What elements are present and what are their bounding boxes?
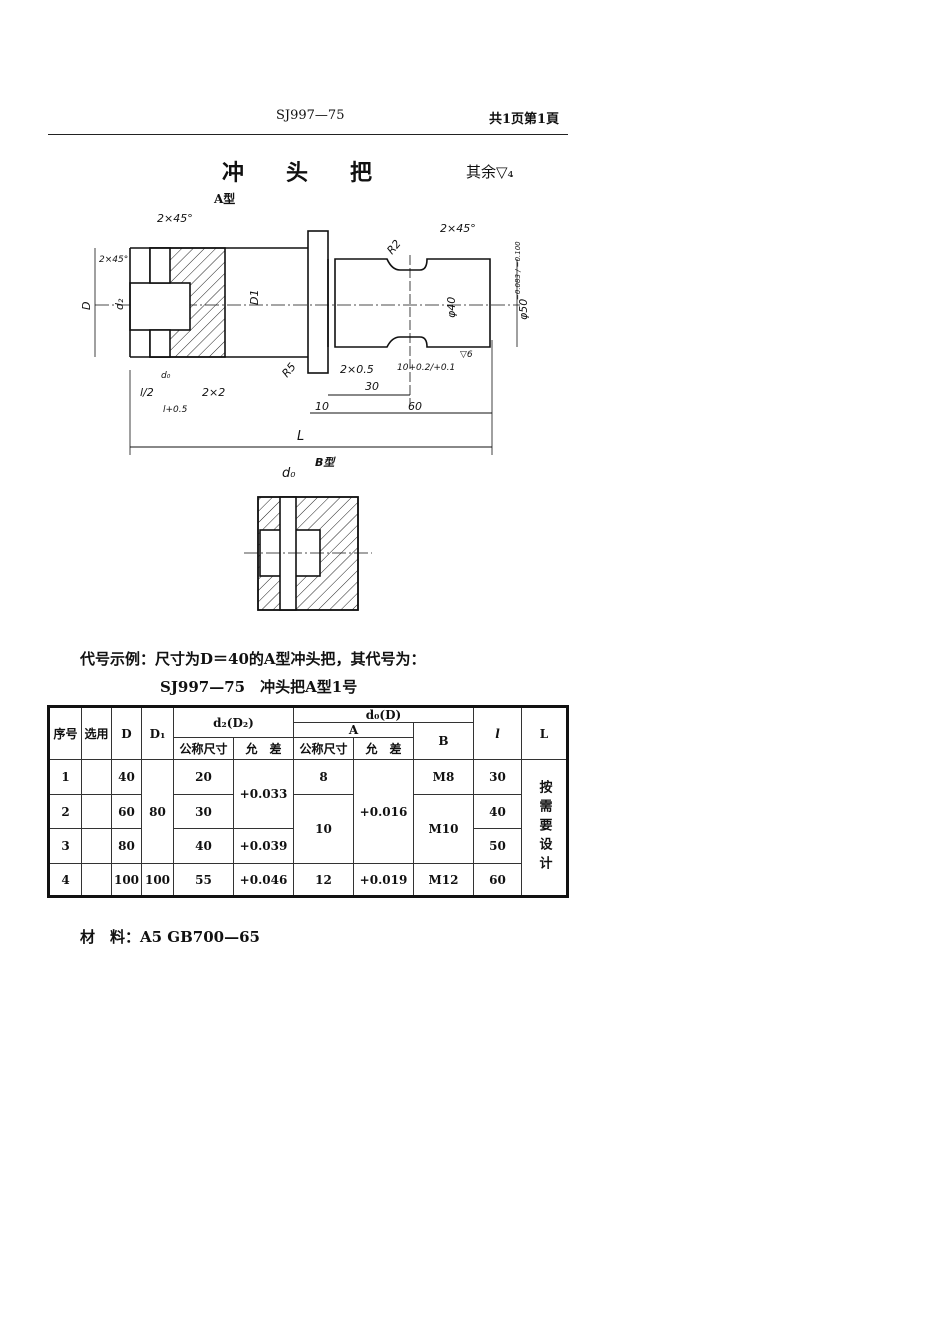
cell-d0A: 10 <box>293 794 354 864</box>
table-row: 4 100 100 55 +0.046 12 +0.019 M12 60 <box>48 863 568 897</box>
roughness-note: 其余▽₄ <box>466 163 514 181</box>
cell-l: 40 <box>473 794 522 829</box>
table-row: 2 60 30 10 M10 40 <box>48 794 568 864</box>
dim-R5: R5 <box>279 360 298 380</box>
cell-D: 60 <box>111 794 142 829</box>
cell-D1: 100 <box>141 863 174 897</box>
dim-groove10: 10+0.2/+0.1 <box>397 363 455 373</box>
header-D: D <box>111 706 142 760</box>
material-note: 材 料：A5 GB700—65 <box>80 928 260 946</box>
dim-R2: R2 <box>384 237 403 257</box>
header-D1: D₁ <box>141 706 174 760</box>
cell-D: 100 <box>111 863 142 897</box>
cell-D1: 80 <box>141 759 174 864</box>
cell-d2: 20 <box>173 759 234 795</box>
cell-B: M8 <box>413 759 474 795</box>
cell-select <box>81 759 112 795</box>
header-select: 选用 <box>81 706 112 760</box>
header-rule <box>48 134 568 135</box>
dim-phi50: φ50 <box>517 299 530 320</box>
cell-no: 4 <box>48 863 82 897</box>
cell-no: 1 <box>48 759 82 795</box>
cell-select <box>81 828 112 864</box>
dim-chamfer-2: 2×45° <box>99 255 128 265</box>
header-d2-tolerance: 允 差 <box>233 737 294 760</box>
dim-10: 10 <box>315 400 329 413</box>
roughness-6: ▽6 <box>460 350 473 360</box>
cell-no: 2 <box>48 794 82 829</box>
dim-d0: d₀ <box>161 371 171 381</box>
flange <box>307 230 329 374</box>
table-row: 1 40 80 20 +0.033 8 +0.016 M8 30 按需要设计 <box>48 759 568 897</box>
cell-D: 40 <box>111 759 142 795</box>
bore <box>129 282 191 331</box>
cell-d2-tol: +0.046 <box>233 863 294 897</box>
cell-l: 60 <box>473 863 522 897</box>
technical-drawing: 2×45° 2×45° 2×45° D d₂ D1 R2 R5 φ40 φ50 … <box>80 212 530 611</box>
cell-D: 80 <box>111 828 142 864</box>
cell-B: M10 <box>413 794 474 864</box>
cell-d2-tol: +0.033 <box>233 759 294 829</box>
dim-60: 60 <box>408 400 422 413</box>
cell-B: M12 <box>413 863 474 897</box>
cell-select <box>81 794 112 829</box>
dim-D1: D1 <box>248 290 261 305</box>
dim-phi50-tol: −0.083 / −0.100 <box>514 241 522 300</box>
dim-phi40: φ40 <box>445 297 458 318</box>
page-info: 共1页第1頁 <box>489 112 560 127</box>
cell-d0A-tol: +0.019 <box>353 863 414 897</box>
table-row: 3 80 40 +0.039 50 <box>48 828 568 864</box>
dim-groove: 2×2 <box>202 386 225 399</box>
header-d2-nominal: 公称尺寸 <box>173 737 234 760</box>
cell-d2: 55 <box>173 863 234 897</box>
page-title: 冲头把 <box>222 160 415 186</box>
header-A-tolerance: 允 差 <box>353 737 414 760</box>
body-outline <box>129 247 308 358</box>
spec-table: 序号 选用 D D₁ d₂(D₂) d₀(D) l L A B 公称尺寸 允 差… <box>47 705 569 898</box>
cell-d2: 30 <box>173 794 234 829</box>
cell-select <box>81 863 112 897</box>
header-d2: d₂(D₂) <box>173 706 294 738</box>
cell-l: 50 <box>473 828 522 864</box>
dim-D: D <box>80 302 93 310</box>
type-a-label: A型 <box>214 192 236 206</box>
cell-d0A-tol: +0.016 <box>353 759 414 864</box>
dim-d0-b: d₀ <box>282 466 296 481</box>
header-no: 序号 <box>48 706 82 760</box>
dim-L: L <box>297 429 304 444</box>
cell-L: 按需要设计 <box>521 759 568 897</box>
cell-no: 3 <box>48 828 82 864</box>
header-d0: d₀(D) <box>293 706 474 723</box>
cell-d0A: 12 <box>293 863 354 897</box>
dim-l: l+0.5 <box>163 405 188 415</box>
shank <box>327 258 491 348</box>
header-L: L <box>521 706 568 760</box>
cell-d2-tol: +0.039 <box>233 828 294 864</box>
standard-code: SJ997—75 <box>276 108 345 123</box>
dim-30: 30 <box>365 380 379 393</box>
cell-l: 30 <box>473 759 522 795</box>
header-B: B <box>413 722 474 760</box>
dim-neck: 2×0.5 <box>340 363 374 376</box>
type-b-label: B型 <box>315 456 336 469</box>
example-line-1: 代号示例：尺寸为D＝40的A型冲头把，其代号为： <box>80 650 426 668</box>
header-l: l <box>473 706 522 760</box>
header-A-nominal: 公称尺寸 <box>293 737 354 760</box>
dim-chamfer-1: 2×45° <box>157 212 193 225</box>
dim-d2: d₂ <box>113 298 126 310</box>
dim-l-half: l/2 <box>140 386 154 399</box>
header-A: A <box>293 722 414 738</box>
dim-chamfer-3: 2×45° <box>440 222 476 235</box>
example-line-2: SJ997—75 冲头把A型1号 <box>160 678 358 696</box>
cell-d2: 40 <box>173 828 234 864</box>
cell-d0A: 8 <box>293 759 354 795</box>
